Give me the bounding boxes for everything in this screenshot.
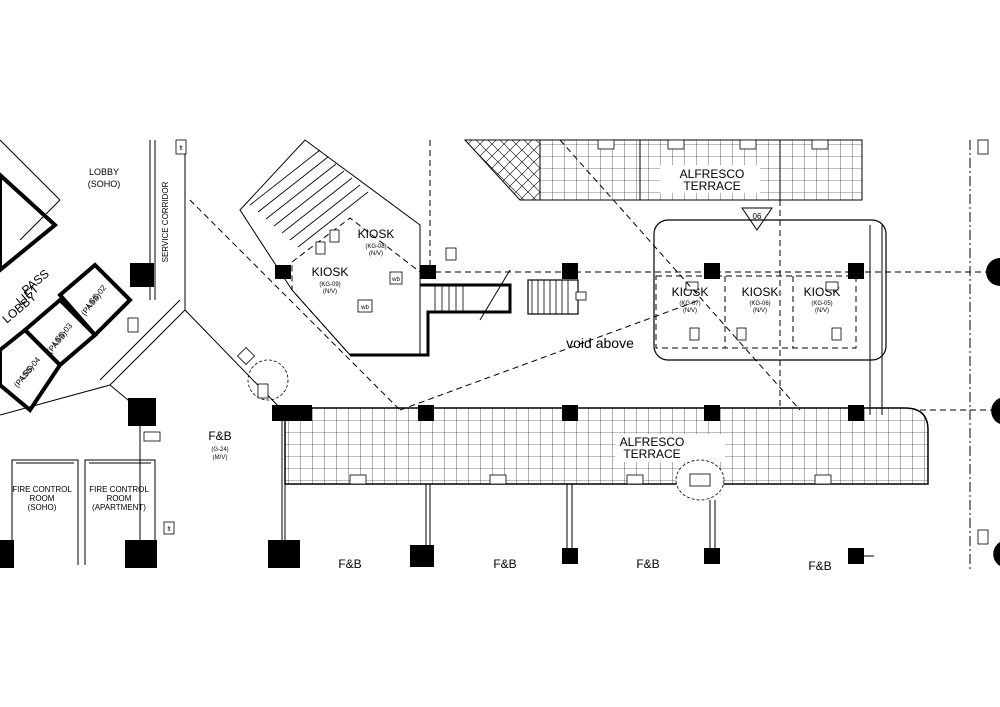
- kiosk-08-name: KIOSK: [358, 227, 395, 241]
- fb-g24: F&B (G-24) (M/V) ft: [0, 299, 289, 565]
- kiosk-06-use: (N/V): [753, 308, 767, 314]
- alfresco-top-line1: ALFRESCO: [680, 167, 745, 181]
- fb-g24-use: (M/V): [213, 455, 228, 461]
- fire-control-rooms: FIRE CONTROL ROOM (SOHO) FIRE CONTROL RO…: [11, 459, 156, 565]
- grid-axis-lines: [189, 139, 1000, 570]
- kiosk-07-code: (KG-07): [679, 301, 700, 307]
- fixture-tag-ft-top: ft: [179, 146, 183, 152]
- alfresco-bottom-line1: ALFRESCO: [620, 435, 685, 449]
- fixture-tag-ft-fb: ft: [167, 527, 171, 533]
- fixture-tag-wb-1: wb: [391, 277, 400, 283]
- fb-bottom-1: F&B: [338, 557, 361, 571]
- alfresco-bottom-line2: TERRACE: [623, 447, 680, 461]
- fcr-soho-line3: (SOHO): [28, 503, 57, 512]
- kiosk-07-use: (N/V): [683, 308, 697, 314]
- stair-bridge: [350, 269, 587, 357]
- alfresco-terrace-top: ALFRESCO TERRACE: [463, 139, 863, 201]
- kiosk-09-code: (KG-09): [319, 282, 340, 288]
- fb-bottom-3: F&B: [636, 557, 659, 571]
- kiosk-06-code: (KG-06): [749, 301, 770, 307]
- fcr-soho-line2: ROOM: [30, 494, 55, 503]
- revision-triangle-tag: 06: [741, 207, 773, 231]
- fb-bottom-4: F&B: [808, 559, 831, 573]
- fb-bottom-2: F&B: [493, 557, 516, 571]
- fcr-apartment-line3: (APARTMENT): [92, 503, 146, 512]
- alfresco-top-line2: TERRACE: [683, 179, 740, 193]
- kiosk-08-code: (KG-08): [365, 244, 386, 250]
- kiosk-block-left: KIOSK (KG-08) (N/V) KIOSK (KG-09) (N/V) …: [239, 139, 457, 356]
- void-above-label: void above: [566, 335, 634, 351]
- lobby-sub: (SOHO): [88, 179, 121, 189]
- kiosk-06-name: KIOSK: [742, 285, 779, 299]
- kiosk-05-use: (N/V): [815, 308, 829, 314]
- fb-g24-name: F&B: [208, 429, 231, 443]
- revision-tag-number: 06: [753, 212, 762, 221]
- fb-bottom-labels: F&B F&B F&B F&B: [338, 557, 831, 573]
- kiosk-09-use: (N/V): [323, 289, 337, 295]
- alfresco-terrace-bottom: ALFRESCO TERRACE: [284, 225, 929, 501]
- fcr-apartment-line2: ROOM: [107, 494, 132, 503]
- kiosk-09-name: KIOSK: [312, 265, 349, 279]
- fcr-apartment-line1: FIRE CONTROL: [89, 485, 149, 494]
- fcr-soho-line1: FIRE CONTROL: [12, 485, 72, 494]
- storefront-lines: [284, 484, 874, 565]
- kiosk-07-name: KIOSK: [672, 285, 709, 299]
- fixture-tag-wb-2: wb: [360, 305, 369, 311]
- service-corridor-label: SERVICE CORRIDOR: [161, 181, 170, 262]
- kiosk-05-code: (KG-05): [811, 301, 832, 307]
- kiosk-block-right: KIOSK (KG-07) (N/V) KIOSK (KG-06) (N/V) …: [653, 219, 887, 361]
- structural-columns: [0, 258, 1000, 568]
- lobby-name: LOBBY: [89, 167, 119, 177]
- kiosk-08-use: (N/V): [369, 251, 383, 257]
- fb-g24-code: (G-24): [211, 447, 228, 453]
